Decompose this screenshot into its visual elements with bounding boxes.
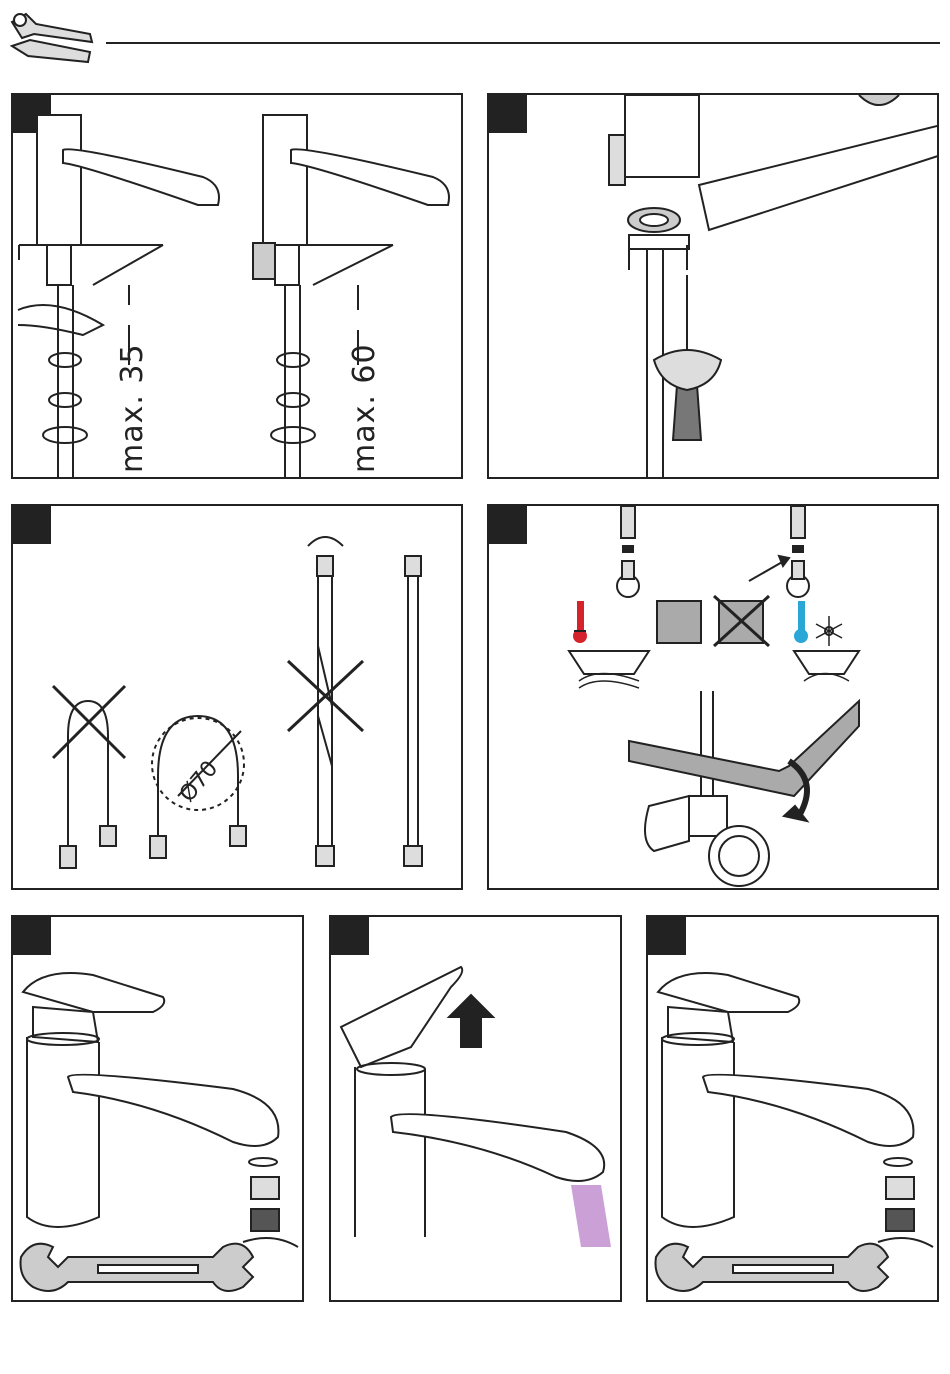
hose-straight-correct (404, 556, 422, 866)
panel-step-4 (487, 504, 939, 890)
panel-step-7 (646, 915, 939, 1302)
aerator-parts (878, 1158, 933, 1247)
hose-connector-left (617, 506, 639, 597)
screwdriver-icon (654, 275, 721, 440)
hot-water-thermometer-icon (569, 601, 649, 688)
angle-valve-with-wrench (629, 691, 859, 886)
dimension-max-35: max. 35 (115, 343, 150, 473)
panel-step-3: Ø70 (11, 504, 463, 890)
header-tools (0, 0, 950, 80)
hose-bent-wrong (53, 686, 125, 868)
wrench-icon (21, 1244, 254, 1291)
thread-ok (657, 601, 701, 643)
up-arrow-icon (449, 995, 493, 1047)
panel-step-1: max. 35 max. 60 (11, 93, 463, 479)
aerator-parts (243, 1158, 298, 1247)
faucet-handle-raised (341, 967, 462, 1067)
wrench-screwdriver-icon (12, 14, 92, 62)
water-flow (571, 1185, 611, 1247)
cold-water-snowflake-icon (794, 601, 859, 681)
wrench-icon (656, 1244, 889, 1291)
faucet-spout (391, 1114, 604, 1181)
panel-step-6 (329, 915, 622, 1302)
panel-step-2 (487, 93, 939, 479)
hose-twisted-wrong (288, 537, 363, 866)
thread-wrong (714, 596, 769, 646)
panel-step-5 (11, 915, 304, 1302)
dimension-max-60: max. 60 (347, 343, 382, 473)
hose-connector-right (749, 506, 809, 597)
